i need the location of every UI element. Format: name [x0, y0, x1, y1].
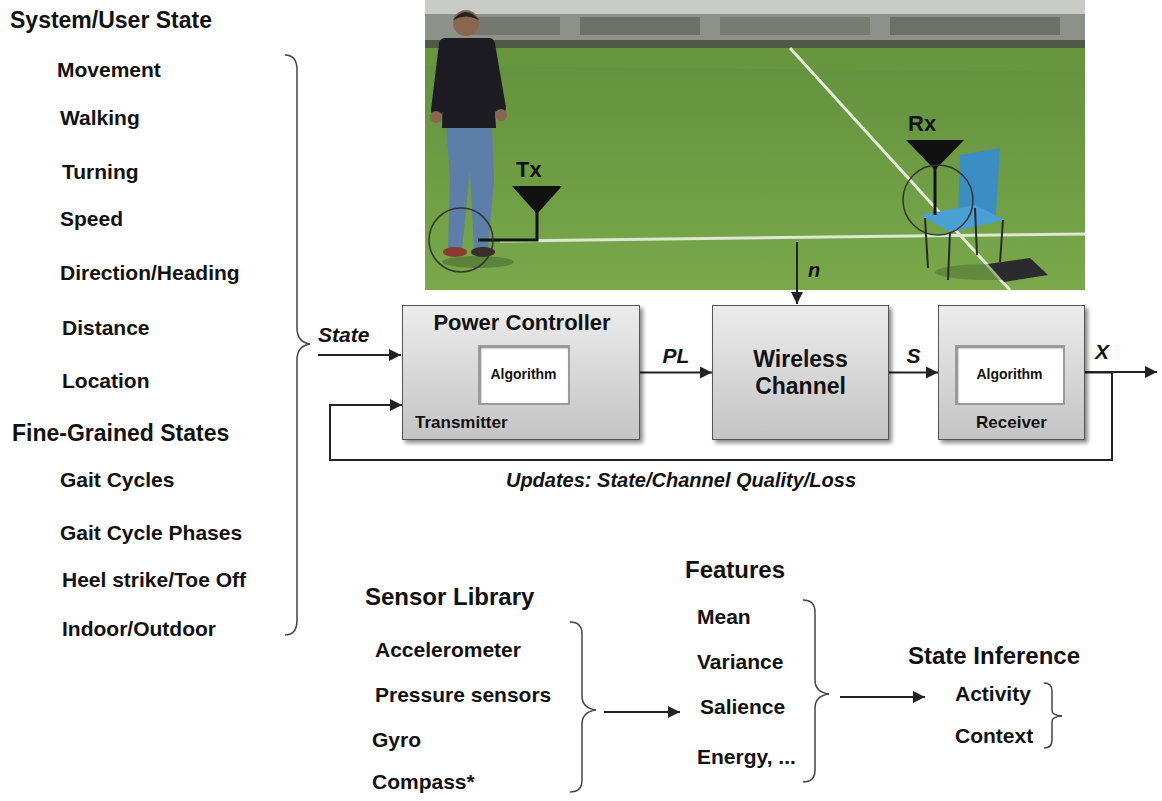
antenna-label: Tx: [516, 157, 542, 182]
walking-person: [446, 122, 494, 250]
algorithm-label: Algorithm: [490, 366, 556, 382]
walking-person: [453, 12, 479, 20]
signal-arrow: [840, 696, 925, 698]
state-item: Walking: [60, 106, 140, 130]
brace: [570, 622, 596, 792]
tx-antenna: [429, 208, 493, 272]
inference-item: Context: [955, 724, 1033, 748]
signal-label: S: [906, 343, 920, 367]
rx-chair: [920, 205, 1005, 232]
walking-person: [495, 109, 507, 121]
brace: [803, 600, 829, 782]
rx-chair: [925, 218, 928, 268]
signal-arrow: [889, 372, 938, 374]
box-caption: Transmitter: [415, 413, 508, 433]
algorithm-box: Algorithm: [955, 345, 1065, 405]
walking-person: [430, 111, 442, 123]
feature-item: Variance: [697, 650, 783, 674]
signal-label: State: [318, 323, 369, 347]
rx-chair: [948, 232, 950, 280]
field-photo: [470, 17, 560, 35]
antenna-label: Rx: [908, 111, 936, 136]
feature-item: Mean: [697, 605, 751, 629]
rx-chair: [975, 208, 977, 255]
signal-arrow: [318, 242, 1157, 712]
sensor-item: Pressure sensors: [375, 683, 551, 707]
group-heading: System/User State: [10, 7, 212, 33]
state-item: Heel strike/Toe Off: [62, 568, 246, 592]
sensor-item: Gyro: [372, 728, 421, 752]
sensor-item: Accelerometer: [375, 638, 521, 662]
signal-arrow: [318, 354, 401, 356]
tx-antenna: [478, 212, 537, 240]
state-item: Speed: [60, 207, 123, 231]
state-item: Location: [62, 369, 150, 393]
walking-person: [437, 44, 445, 110]
rx-chair: [903, 165, 973, 235]
group-heading: Fine-Grained States: [12, 420, 229, 446]
field-photo: [790, 48, 1010, 290]
rx-chair: [934, 168, 937, 215]
rx-chair: [903, 140, 1048, 282]
signal-label: PL: [663, 343, 690, 367]
field-photo: [890, 17, 1060, 35]
box-caption: Receiver: [976, 413, 1047, 433]
rx-chair: [1000, 220, 1003, 262]
inference-item: Activity: [955, 682, 1031, 706]
field-photo: [425, 48, 1085, 72]
box-title: Wireless Channel: [723, 346, 878, 399]
field-photo: [425, 0, 1085, 14]
field-photo: [425, 0, 1085, 290]
field-photo: [425, 0, 1085, 290]
feature-item: Salience: [700, 695, 785, 719]
signal-arrow: [604, 711, 680, 713]
signal-label: X: [1095, 340, 1109, 364]
signal-label: n: [808, 259, 820, 282]
state-item: Gait Cycle Phases: [60, 521, 242, 545]
feature-item: Energy, ...: [697, 745, 796, 769]
state-item: Direction/Heading: [60, 261, 240, 285]
field-photo: [425, 40, 1085, 48]
state-item: Indoor/Outdoor: [62, 617, 216, 641]
field-photo: [500, 234, 1085, 241]
box-title: Power Controller: [433, 310, 610, 335]
walking-person: [442, 256, 514, 268]
channel-box: Wireless Channel: [712, 305, 889, 440]
brace: [285, 55, 310, 635]
state-item: Gait Cycles: [60, 468, 174, 492]
tx-antenna: [512, 186, 562, 214]
tx-antenna: [429, 186, 562, 272]
walking-person: [430, 10, 514, 268]
walking-person: [443, 247, 467, 257]
transmitter-box: Power ControllerTransmitter Algorithm: [402, 305, 640, 440]
state-item: Distance: [62, 316, 150, 340]
state-item: Movement: [57, 58, 161, 82]
signal-arrow: [640, 372, 712, 374]
group-heading: Sensor Library: [365, 583, 534, 611]
group-heading: State Inference: [908, 642, 1080, 670]
brace: [1044, 683, 1062, 748]
state-item: Turning: [62, 160, 139, 184]
sensor-item: Compass*: [372, 770, 475, 794]
feedback-label: Updates: State/Channel Quality/Loss: [506, 469, 856, 492]
group-heading: Features: [685, 556, 785, 584]
algorithm-label: Algorithm: [976, 366, 1042, 382]
algorithm-box: Algorithm: [478, 345, 570, 405]
walking-person: [453, 10, 479, 36]
walking-person: [489, 44, 500, 108]
field-photo: [720, 17, 870, 35]
field-photo: [580, 17, 700, 35]
field-photo: [425, 0, 1085, 48]
receiver-box: Receiver Algorithm: [938, 305, 1085, 440]
rx-chair: [988, 258, 1048, 282]
signal-arrow: [796, 242, 798, 304]
